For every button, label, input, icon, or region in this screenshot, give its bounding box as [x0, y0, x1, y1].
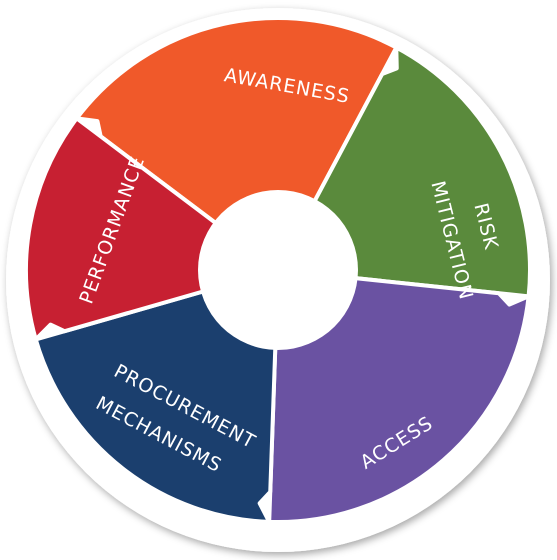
center-circle — [198, 190, 358, 350]
segment-access — [267, 268, 531, 524]
segment-awareness — [74, 16, 399, 272]
segment-procurement — [33, 268, 280, 524]
